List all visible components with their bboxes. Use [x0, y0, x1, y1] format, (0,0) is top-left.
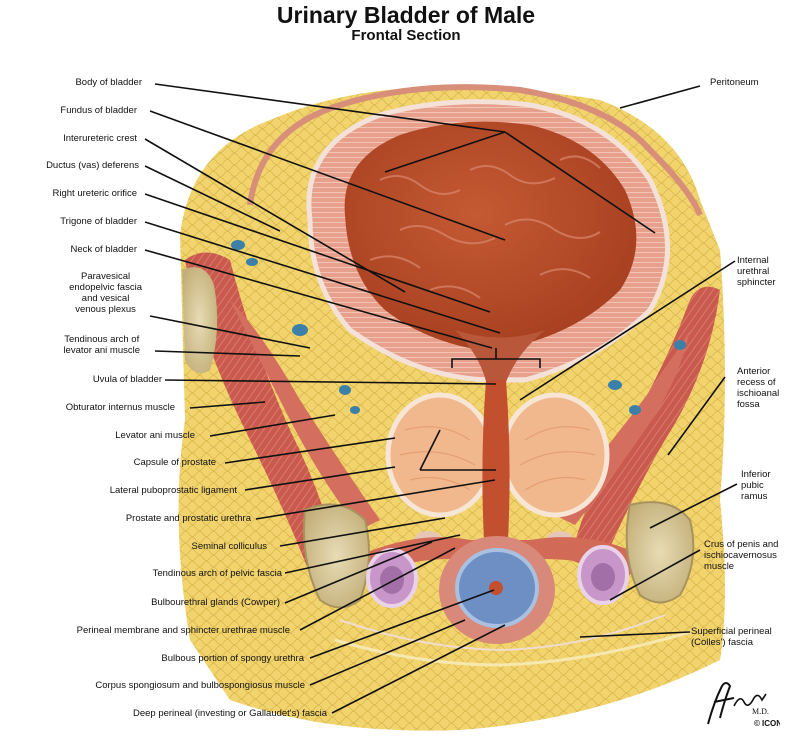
svg-text:©: ©	[754, 719, 760, 728]
label-right-ureteric-orifice: Right ureteric orifice	[52, 188, 137, 199]
label-bulbous-spongy-urethra: Bulbous portion of spongy urethra	[161, 653, 304, 664]
label-body-of-bladder: Body of bladder	[75, 77, 142, 88]
label-trigone-of-bladder: Trigone of bladder	[60, 216, 137, 227]
label-obturator-internus: Obturator internus muscle	[65, 402, 175, 413]
peritoneum	[247, 84, 703, 217]
prostate-left-lobe	[385, 392, 495, 518]
label-lateral-puboprostatic: Lateral puboprostatic ligament	[109, 485, 237, 496]
label-deep-perineal-fascia: Deep perineal (investing or Gallaudet's)…	[132, 708, 327, 719]
pubic-ramus-left	[303, 503, 370, 609]
bladder-lumen	[344, 121, 637, 353]
label-prostate-urethra: Prostate and prostatic urethra	[125, 513, 251, 524]
label-uvula-of-bladder: Uvula of bladder	[92, 374, 162, 385]
label-capsule-of-prostate: Capsule of prostate	[133, 457, 216, 468]
label-interureteric-crest: Interureteric crest	[63, 133, 137, 144]
label-inferior-pubic-ramus: Inferior pubic ramus	[741, 469, 771, 502]
label-internal-urethral-sphincter: Internal urethral sphincter	[737, 255, 776, 288]
pubic-ramus-right	[625, 501, 695, 604]
leader-lines	[144, 83, 738, 714]
label-levator-ani: Levator ani muscle	[115, 430, 195, 441]
bladder-rugae	[369, 155, 601, 299]
vesical-venous-plexus	[231, 240, 686, 415]
label-ductus-deferens: Ductus (vas) deferens	[46, 160, 139, 171]
svg-text:M.D.: M.D.	[752, 707, 769, 716]
superficial-perineal-fascia	[334, 630, 691, 667]
label-perineal-membrane: Perineal membrane and sphincter urethrae…	[76, 625, 290, 636]
ischial-bone-left	[182, 267, 218, 374]
prostate-right-lobe	[500, 392, 610, 518]
label-neck-of-bladder: Neck of bladder	[70, 244, 137, 255]
label-anterior-recess-ischioanal: Anterior recess of ischioanal fossa	[737, 366, 780, 410]
label-tendinous-arch-pelvic: Tendinous arch of pelvic fascia	[152, 568, 282, 579]
prostate-texture	[399, 426, 596, 491]
label-corpus-spongiosum: Corpus spongiosum and bulbospongiosus mu…	[95, 680, 305, 691]
publisher-mark: ICON	[762, 719, 780, 728]
label-peritoneum: Peritoneum	[710, 77, 759, 88]
label-paravesical-fascia: Paravesical endopelvic fascia and vesica…	[69, 271, 142, 315]
label-bulbourethral-glands: Bulbourethral glands (Cowper)	[151, 597, 280, 608]
levator-ani-left	[230, 300, 380, 530]
label-seminal-colliculus: Seminal colliculus	[191, 541, 267, 552]
page-title: Urinary Bladder of Male	[276, 2, 536, 28]
page-subtitle: Frontal Section	[351, 27, 461, 44]
label-tendinous-arch-levator: Tendinous arch of levator ani muscle	[63, 334, 140, 356]
netter-signature: M.D. © ICON	[707, 682, 780, 728]
label-crus-of-penis: Crus of penis and ischiocavernosus muscl…	[704, 539, 779, 572]
deep-perineal-fascia	[339, 614, 666, 652]
spongy-urethra	[489, 581, 503, 595]
label-superficial-perineal-fascia: Superficial perineal (Colles') fascia	[691, 626, 772, 648]
label-fundus-of-bladder: Fundus of bladder	[60, 105, 137, 116]
